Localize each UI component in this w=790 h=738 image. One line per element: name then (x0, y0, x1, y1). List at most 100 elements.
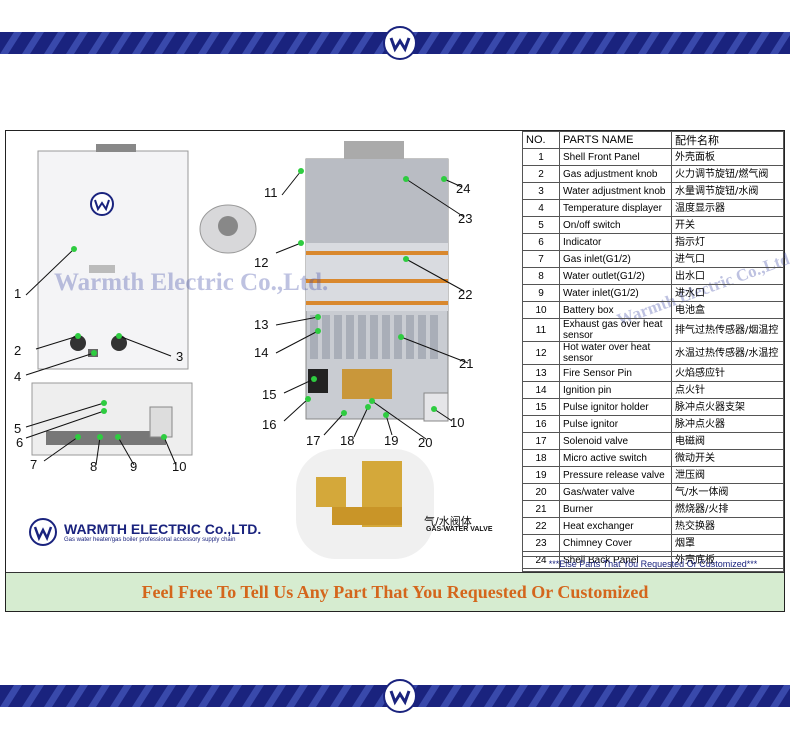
cell-en: Gas inlet(G1/2) (559, 250, 672, 268)
cell-cn: 水温过热传感器/水温控 (671, 341, 784, 365)
cell-no: 5 (522, 216, 560, 234)
cell-cn: 脉冲点火器 (671, 415, 784, 433)
cell-en: Fire Sensor Pin (559, 364, 672, 382)
callout-18: 18 (340, 433, 355, 448)
cell-no: 9 (522, 284, 560, 302)
cell-no: 18 (522, 449, 560, 467)
heater-illustration (25, 141, 469, 559)
callout-8: 8 (90, 459, 98, 474)
cell-en: Solenoid valve (559, 432, 672, 450)
cell-cn: 出水口 (671, 267, 784, 285)
cell-no: 1 (522, 148, 560, 166)
cell-en: Temperature displayer (559, 199, 672, 217)
cell-cn: 进气口 (671, 250, 784, 268)
diagram-area: Warmth Electric Co.,Ltd. Warmth Electric… (6, 131, 790, 572)
cell-no: 8 (522, 267, 560, 285)
cell-cn: 燃烧器/火排 (671, 500, 784, 518)
valve-label-cn: 气/水阀体 (424, 515, 472, 528)
brand-block: WARMTH ELECTRIC Co.,LTD. Gas water heate… (28, 517, 261, 552)
col-no-header: NO. (522, 131, 560, 149)
callout-6: 6 (16, 435, 24, 450)
cell-no: 24 (522, 551, 560, 569)
cell-en: Ignition pin (559, 381, 672, 399)
cell-cn: 指示灯 (671, 233, 784, 251)
cell-no: 16 (522, 415, 560, 433)
table-note: ***Else Parts That You Requested Or Cust… (522, 556, 784, 572)
callout-1: 1 (14, 286, 22, 301)
cell-no: 3 (522, 182, 560, 200)
callout-24: 24 (456, 181, 471, 196)
col-cn-header: 配件名称 (671, 131, 784, 149)
cell-en: Shell Front Panel (559, 148, 672, 166)
cell-en: Gas/water valve (559, 483, 672, 501)
callout-23: 23 (458, 211, 473, 226)
cell-cn: 进水口 (671, 284, 784, 302)
callout-19: 19 (384, 433, 399, 448)
callout-17: 17 (306, 433, 321, 448)
brand-tagline: Gas water heater/gas boiler professional… (64, 537, 236, 543)
cell-cn: 热交换器 (671, 517, 784, 535)
cell-no: 6 (522, 233, 560, 251)
callout-10b: 10 (450, 415, 465, 430)
cell-cn: 火焰感应针 (671, 364, 784, 382)
cell-no: 17 (522, 432, 560, 450)
cell-no: 22 (522, 517, 560, 535)
cell-en: Indicator (559, 233, 672, 251)
watermark-left: Warmth Electric Co.,Ltd. (54, 269, 329, 296)
cell-en: Exhaust gas over heat sensor (559, 318, 672, 342)
cell-no: 2 (522, 165, 560, 183)
callout-10a: 10 (172, 459, 187, 474)
table-header-row: NO. PARTS NAME 配件名称 (522, 131, 784, 149)
callout-4: 4 (14, 369, 22, 384)
col-en-header: PARTS NAME (559, 131, 672, 149)
cell-no: 7 (522, 250, 560, 268)
cell-cn: 气/水一体阀 (671, 483, 784, 501)
ww-logo-icon (383, 26, 417, 60)
cell-cn: 温度显示器 (671, 199, 784, 217)
cell-cn: 电磁阀 (671, 432, 784, 450)
callout-22: 22 (458, 287, 473, 302)
cell-no: 21 (522, 500, 560, 518)
cell-cn: 烟罩 (671, 534, 784, 552)
cell-cn: 微动开关 (671, 449, 784, 467)
callout-2: 2 (14, 343, 22, 358)
cell-no: 13 (522, 364, 560, 382)
cell-en: Shell Back Panel (559, 551, 672, 569)
cell-no: 11 (522, 318, 560, 342)
cell-en: Hot water over heat sensor (559, 341, 672, 365)
cell-cn: 泄压阀 (671, 466, 784, 484)
ww-logo-icon-bottom (383, 679, 417, 713)
cell-en: Pressure release valve (559, 466, 672, 484)
callout-13: 13 (254, 317, 269, 332)
callout-7: 7 (30, 457, 38, 472)
cell-no: 4 (522, 199, 560, 217)
cell-en: On/off switch (559, 216, 672, 234)
cell-en: Water inlet(G1/2) (559, 284, 672, 302)
cell-no: 12 (522, 341, 560, 365)
footer-banner: Feel Free To Tell Us Any Part That You R… (6, 572, 784, 611)
cell-en: Battery box (559, 301, 672, 319)
cell-en: Pulse ignitor (559, 415, 672, 433)
callout-21: 21 (459, 356, 474, 371)
